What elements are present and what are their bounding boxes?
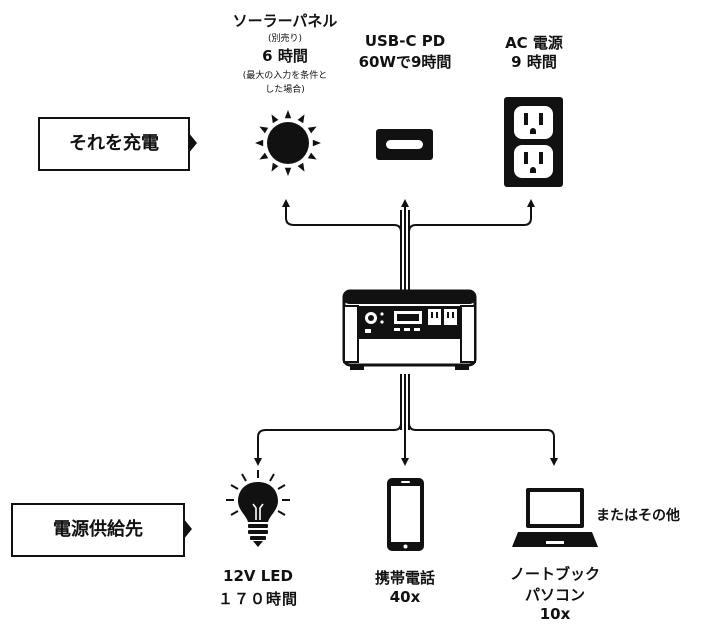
supply-label-pointer xyxy=(183,518,192,540)
solar-condition-line2: した場合) xyxy=(265,85,305,95)
laptop-title-line2: パソコン xyxy=(524,586,585,604)
sun-icon xyxy=(255,110,321,176)
other-label: またはその他 xyxy=(596,508,680,524)
solar-note: (別売り) xyxy=(267,34,303,44)
output-connector-lines xyxy=(254,374,558,466)
ac-time: 9 時間 xyxy=(511,53,557,71)
sun-ray xyxy=(271,162,279,172)
sun-ray xyxy=(255,139,264,147)
power-station-icon xyxy=(342,289,477,370)
input-connector-lines xyxy=(282,199,535,290)
laptop-title-line1: ノートブック xyxy=(509,565,600,583)
laptop-value: 10x xyxy=(539,605,571,623)
sun-ray xyxy=(297,162,305,172)
laptop-icon xyxy=(512,488,598,547)
solar-time: 6 時間 xyxy=(262,47,308,65)
phone-value: 40x xyxy=(389,588,421,606)
usb-c-port-icon xyxy=(376,129,433,160)
phone-title: 携帯電話 xyxy=(374,569,435,587)
sun-ray xyxy=(259,126,269,134)
solar-condition-line1: (最大の入力を条件と xyxy=(242,71,328,81)
sun-ray xyxy=(297,114,305,124)
charge-label: それを充電 xyxy=(69,133,159,154)
led-value: １７０時間 xyxy=(217,590,298,608)
charge-label-box: それを充電 xyxy=(38,117,190,171)
sun-ray xyxy=(259,152,269,160)
sun-ray xyxy=(307,152,317,160)
sun-ray xyxy=(312,139,321,147)
usbc-time: 60Wで9時間 xyxy=(358,53,452,71)
ac-outlet-icon xyxy=(504,97,563,187)
sun-ray xyxy=(307,126,317,134)
sun-ray xyxy=(284,167,292,176)
ac-title: AC 電源 xyxy=(505,34,563,52)
light-bulb-icon xyxy=(226,470,290,547)
usbc-title: USB-C PD xyxy=(364,32,446,50)
sun-ray xyxy=(284,110,292,119)
supply-label: 電源供給先 xyxy=(53,519,143,540)
supply-label-box: 電源供給先 xyxy=(11,503,185,557)
led-title: 12V LED xyxy=(223,567,293,585)
sun-ray xyxy=(271,114,279,124)
smartphone-icon xyxy=(387,478,424,551)
solar-title: ソーラーパネル xyxy=(232,12,338,30)
charge-label-pointer xyxy=(188,132,197,154)
